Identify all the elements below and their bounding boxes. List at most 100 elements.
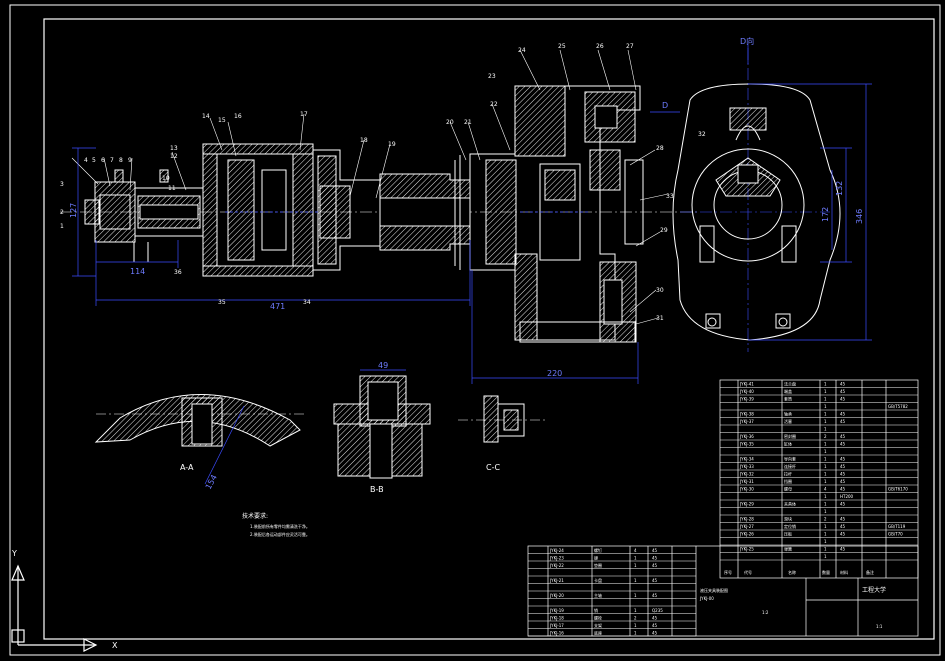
pll-cell-qty: 1 (634, 631, 637, 636)
section-bb-label: B-B (370, 485, 384, 494)
notes-title: 技术要求: (242, 512, 268, 520)
plu-cell-qty: 1 (824, 502, 827, 507)
pll-cell-code: JYKJ-23 (549, 556, 564, 561)
pll-cell-material: 45 (652, 631, 658, 636)
plu-cell-code: JYKJ-25 (739, 547, 754, 552)
plu-cell-name: 缸体 (784, 441, 792, 447)
plu-cell-code: JYKJ-33 (739, 464, 754, 469)
plu-cell-qty: 1 (824, 509, 827, 514)
part-number-28: 28 (656, 145, 664, 152)
part-number-11: 11 (168, 185, 176, 192)
inner-frame (43, 18, 935, 640)
dim-right-width: 220 (547, 369, 562, 378)
plu-cell-code: JYKJ-26 (739, 532, 754, 537)
plu-cell-qty: 1 (824, 449, 827, 454)
plu-cell-name: 轴承 (784, 411, 792, 417)
plu-cell-qty: 1 (824, 494, 827, 499)
part-number-29: 29 (660, 227, 668, 234)
plu-cell-note: GB/T5782 (888, 404, 908, 409)
plu-cell-qty: 1 (824, 382, 827, 387)
part-number-6: 6 (101, 157, 105, 164)
title-drawing-name: 液压夹具装配图 (700, 587, 728, 593)
pll-cell-code: JYKJ-21 (549, 578, 564, 583)
plu-cell-qty: 2 (824, 434, 827, 439)
side-view[interactable] (650, 44, 872, 352)
plu-cell-name: 夹具体 (784, 501, 796, 507)
plu-cell-name: 压板 (784, 531, 792, 537)
part-number-36: 36 (174, 269, 182, 276)
plu-cell-material: 45 (840, 457, 846, 462)
plu-cell-code: JYKJ-35 (739, 442, 754, 447)
side-dim-3: 346 (855, 209, 864, 224)
plu-cell-qty: 1 (824, 472, 827, 477)
side-view-label: D向 (740, 36, 754, 46)
part-number-30: 30 (656, 287, 664, 294)
plu-cell-material: 45 (840, 389, 846, 394)
pll-cell-name: 底座 (594, 630, 602, 636)
plu-cell-name: 挡圈 (784, 478, 792, 484)
section-bb[interactable] (333, 369, 431, 479)
section-cc[interactable] (458, 395, 548, 443)
pll-cell-name: 卡盘 (594, 577, 602, 583)
part-number-31: 31 (656, 315, 664, 322)
plu-cell-code: JYKJ-41 (739, 382, 754, 387)
plu-cell-material: 45 (840, 419, 846, 424)
plu-cell-name: 套筒 (784, 396, 792, 402)
main-section-view[interactable] (60, 49, 700, 384)
plu-cell-qty: 2 (824, 517, 827, 522)
plu-cell-code: JYKJ-31 (739, 479, 754, 484)
side-dim-2: 172 (821, 207, 830, 222)
dim-left-width: 114 (130, 267, 145, 276)
pll-cell-name: 销 (594, 607, 598, 613)
dim-left-height: 127 (69, 203, 78, 218)
plu-header-code: 代号 (744, 569, 752, 575)
plu-cell-material: 45 (840, 517, 846, 522)
plu-cell-material: 45 (840, 502, 846, 507)
section-aa[interactable] (94, 394, 306, 485)
plu-cell-note: GB/T6170 (888, 487, 908, 492)
section-cc-label: C-C (486, 463, 500, 472)
plu-cell-name: 连接杆 (784, 463, 796, 469)
plu-cell-material: 45 (840, 472, 846, 477)
plu-cell-material: 45 (840, 524, 846, 529)
pll-cell-code: JYKJ-20 (549, 593, 564, 598)
part-number-7: 7 (110, 157, 114, 164)
pll-cell-qty: 2 (634, 616, 637, 621)
plu-cell-name: 拉杆 (784, 471, 792, 477)
plu-cell-code: JYKJ-32 (739, 472, 754, 477)
dim-overall-length: 471 (270, 302, 285, 311)
parts-list-upper-rowlines (720, 387, 918, 561)
plu-cell-material: 45 (840, 547, 846, 552)
plu-cell-material: 45 (840, 382, 846, 387)
pll-cell-material: 45 (652, 578, 658, 583)
part-number-27: 27 (626, 43, 634, 50)
part-number-13: 13 (170, 145, 178, 152)
pll-cell-qty: 1 (634, 578, 637, 583)
pll-cell-qty: 1 (634, 623, 637, 628)
plu-cell-material: 45 (840, 397, 846, 402)
part-number-26: 26 (596, 43, 604, 50)
plu-cell-name: 活塞 (784, 418, 792, 424)
plu-cell-material: 45 (840, 412, 846, 417)
ucs-icon (11, 564, 98, 652)
plu-cell-material: 45 (840, 532, 846, 537)
plu-cell-qty: 1 (824, 397, 827, 402)
part-number-4: 4 (84, 157, 88, 164)
plu-header-note: 备注 (866, 569, 874, 575)
plu-cell-qty: 1 (824, 532, 827, 537)
outer-frame (9, 4, 941, 656)
side-dimensions (650, 44, 872, 341)
plu-cell-qty: 1 (824, 427, 827, 432)
part-number-18: 18 (360, 137, 368, 144)
part-number-15: 15 (218, 117, 226, 124)
part-number-17: 17 (300, 111, 308, 118)
plu-cell-name: 滑块 (784, 516, 792, 522)
plu-cell-qty: 1 (824, 539, 827, 544)
plu-cell-code: JYKJ-38 (739, 412, 754, 417)
pll-cell-qty: 1 (634, 563, 637, 568)
part-number-19: 19 (388, 141, 396, 148)
plu-cell-code: JYKJ-30 (739, 487, 754, 492)
